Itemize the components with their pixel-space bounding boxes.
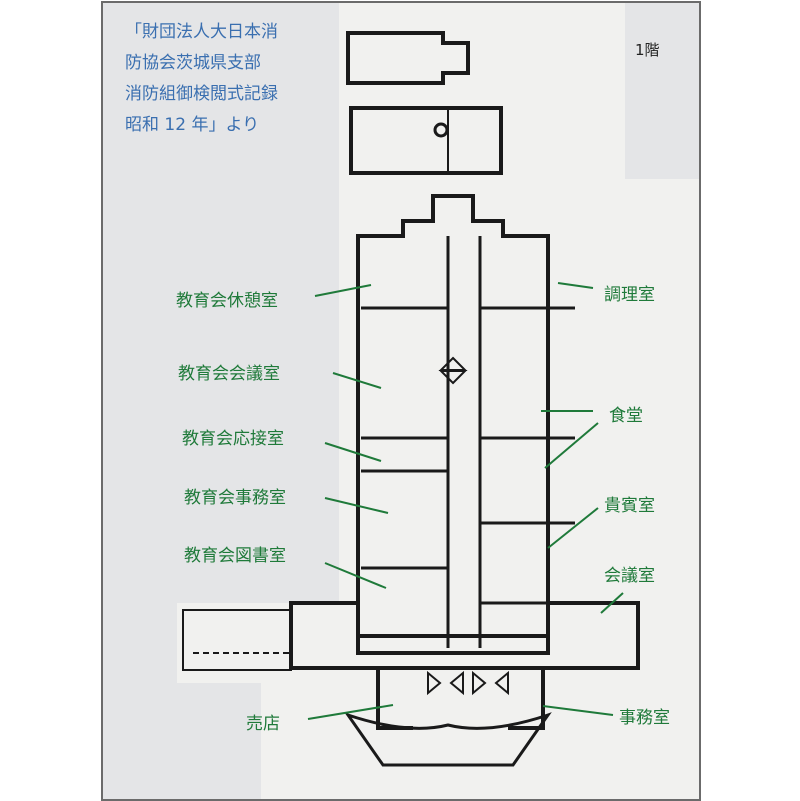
- floor-panel: [625, 3, 699, 179]
- source-line: 防協会茨城県支部: [125, 53, 261, 73]
- floor-plan-figure: 「財団法人大日本消 防協会茨城県支部 消防組御検閲式記録 昭和 12 年」より …: [101, 1, 701, 801]
- label-kyoikukai-reception: 教育会応接室: [182, 429, 284, 449]
- label-meeting-room: 会議室: [604, 566, 655, 586]
- label-kyoikukai-meeting: 教育会会議室: [178, 364, 280, 384]
- source-line: 「財団法人大日本消: [125, 22, 278, 42]
- label-office: 事務室: [619, 708, 670, 728]
- label-dining: 食堂: [609, 406, 643, 426]
- annex-ha: [182, 609, 292, 671]
- source-note: 「財団法人大日本消 防協会茨城県支部 消防組御検閲式記録 昭和 12 年」より: [125, 17, 278, 141]
- wings: [289, 601, 640, 670]
- label-kitchen: 調理室: [604, 285, 655, 305]
- source-line: 消防組御検閲式記録: [125, 84, 278, 104]
- note-panel: [103, 3, 339, 603]
- upper-plan-2f: [346, 31, 470, 85]
- upper-plan-section: [349, 106, 503, 175]
- floor-plan-drawing: [182, 31, 640, 767]
- label-kyoikukai-library: 教育会図書室: [184, 546, 286, 566]
- label-kyoikukai-lounge: 教育会休憩室: [176, 291, 278, 311]
- label-kyoikukai-office: 教育会事務室: [184, 488, 286, 508]
- canopy: [344, 712, 552, 767]
- label-vip-room: 貴賓室: [604, 496, 655, 516]
- leader-lines: [307, 282, 624, 720]
- floor-label: 1階: [635, 41, 660, 59]
- left-bottom-margin: [103, 683, 261, 799]
- label-shop: 売店: [246, 714, 280, 734]
- source-line: 昭和 12 年」より: [125, 115, 260, 135]
- entrance-porch: [376, 668, 545, 730]
- main-building: [356, 194, 550, 638]
